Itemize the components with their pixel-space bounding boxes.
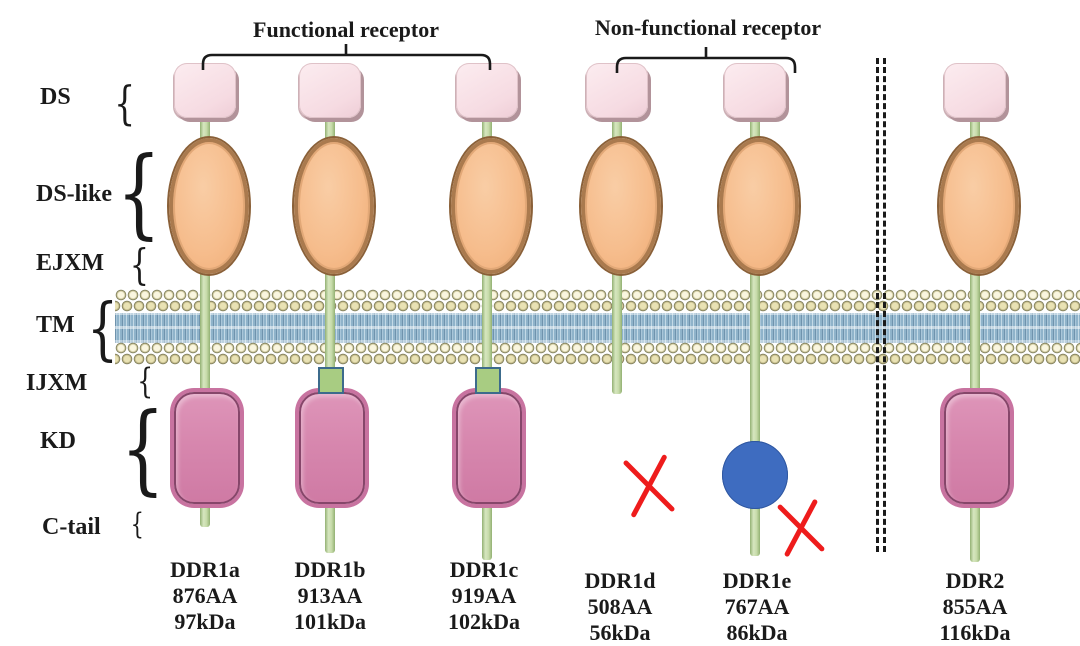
brace-ds — [116, 82, 134, 124]
lipid-tails — [115, 313, 1080, 343]
ddr1e-label: DDR1e 767AA 86kDa — [723, 568, 791, 646]
ddr1b-label: DDR1b 913AA 101kDa — [294, 557, 366, 635]
lipid-heads-inner — [115, 342, 1080, 367]
red-x-icon — [614, 452, 684, 520]
ddr2-stem — [970, 112, 980, 562]
domain-label-tm: TM — [36, 312, 75, 338]
brace-tm — [94, 299, 112, 361]
ddr1d-ds-like-domain — [581, 138, 661, 274]
receptor-length: 876AA — [172, 583, 238, 608]
receptor-name: DDR2 — [945, 568, 1005, 593]
receptor-name: DDR1b — [294, 557, 366, 582]
functional-receptor-label: Functional receptor — [253, 17, 439, 42]
ddr2-kinase-domain — [944, 392, 1010, 504]
receptor-name: DDR1d — [584, 568, 656, 593]
ddr1a-label: DDR1a 876AA 97kDa — [170, 557, 240, 635]
receptor-length: 913AA — [297, 583, 363, 608]
ddr1d-ds-domain — [586, 63, 648, 118]
receptor-mass: 101kDa — [293, 609, 367, 634]
brace-ejxm — [130, 246, 148, 284]
ddr1a-stem — [200, 112, 210, 527]
red-x-icon — [769, 497, 833, 559]
ddr2-ds-domain — [944, 63, 1006, 118]
plasma-membrane — [115, 289, 1080, 367]
receptor-name: DDR1c — [449, 557, 519, 582]
receptor-length: 767AA — [724, 594, 790, 619]
ddr1b-ds-domain — [299, 63, 361, 118]
receptor-mass: 97kDa — [174, 609, 236, 634]
blue-circle-icon — [722, 441, 788, 509]
domain-label-kd: KD — [40, 428, 76, 454]
ddr1c-ijxm-insert — [475, 367, 501, 394]
receptor-mass: 56kDa — [589, 620, 651, 645]
ddr1e-ds-like-domain — [719, 138, 799, 274]
ddr1b-stem — [325, 112, 335, 553]
brace-kd — [134, 404, 152, 492]
ddr1e-stem — [750, 112, 760, 556]
ddr1b-ds-like-domain — [294, 138, 374, 274]
receptor-name: DDR1a — [170, 557, 240, 582]
nonfunctional-receptor-label: Non-functional receptor — [594, 15, 822, 40]
ddr1c-stem — [482, 112, 492, 560]
lipid-heads-outer — [115, 289, 1080, 314]
receptor-name: DDR1e — [722, 568, 792, 593]
ddr1b-ijxm-insert — [318, 367, 344, 394]
receptor-length: 919AA — [451, 583, 517, 608]
receptor-mass: 102kDa — [447, 609, 521, 634]
brace-ctail — [128, 511, 146, 537]
ddr1c-ds-like-domain — [451, 138, 531, 274]
receptor-mass: 116kDa — [939, 620, 1011, 645]
ddr2-ds-like-domain — [939, 138, 1019, 274]
domain-label-ejxm: EJXM — [36, 250, 104, 276]
ddr1d-label: DDR1d 508AA 56kDa — [585, 568, 656, 646]
ddr1c-kinase-domain — [456, 392, 522, 504]
receptor-mass: 86kDa — [726, 620, 788, 645]
brace-dslike — [130, 148, 148, 236]
ddr1a-ds-like-domain — [169, 138, 249, 274]
ddr1e-ds-domain — [724, 63, 786, 118]
domain-label-ctail: C-tail — [42, 514, 101, 540]
domain-label-ijxm: IJXM — [26, 370, 88, 396]
ddr1c-label: DDR1c 919AA 102kDa — [448, 557, 520, 635]
ddr2-label: DDR2 855AA 116kDa — [940, 568, 1011, 646]
dashed-double-line-separator — [876, 58, 886, 552]
receptor-length: 508AA — [587, 594, 653, 619]
ddr1c-ds-domain — [456, 63, 518, 118]
domain-label-dslike: DS-like — [36, 181, 113, 207]
receptor-length: 855AA — [942, 594, 1008, 619]
domain-label-ds: DS — [40, 84, 71, 110]
ddr1b-kinase-domain — [299, 392, 365, 504]
ddr1a-kinase-domain — [174, 392, 240, 504]
ddr1a-ds-domain — [174, 63, 236, 118]
